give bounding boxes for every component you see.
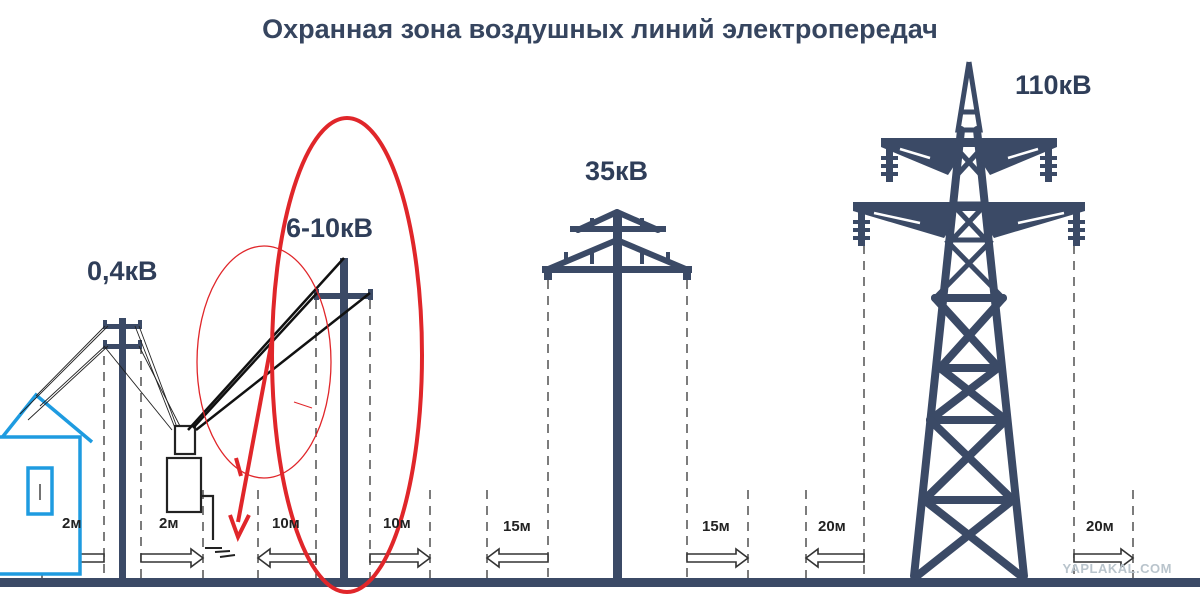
red-highlight: [196, 116, 424, 594]
arrow-left: [256, 547, 317, 569]
ground-line: [0, 578, 1200, 587]
distance-label-35kv-right: 15м: [702, 518, 730, 535]
distance-label-35kv-left: 15м: [503, 518, 531, 535]
house-icon: [0, 392, 94, 576]
pole-6-10kv: [187, 257, 373, 580]
distance-arrows: [40, 547, 1135, 569]
page-title: Охранная зона воздушных линий электропер…: [262, 14, 938, 44]
distance-label-110kv-right: 20м: [1086, 518, 1114, 535]
arrow-right: [140, 547, 205, 569]
voltage-label-0-4kv: 0,4кВ: [87, 256, 158, 286]
watermark: YAPLAKAL.COM: [1062, 561, 1172, 576]
voltage-label-6-10kv: 6-10кВ: [286, 213, 374, 243]
voltage-label-110kv: 110кВ: [1015, 70, 1092, 100]
arrow-left: [485, 547, 549, 569]
arrow-right: [1073, 547, 1135, 569]
tower-110kv: [853, 61, 1085, 580]
voltage-label-35kv: 35кВ: [585, 156, 649, 186]
transformer-box: [165, 424, 236, 558]
distance-label-110kv-left: 20м: [818, 518, 846, 535]
arrow-right: [369, 547, 432, 569]
pole-0-4kv: [19, 318, 183, 580]
distance-label-6-10kv-right: 10м: [383, 515, 411, 532]
pole-35kv: [542, 209, 692, 580]
arrow-left: [804, 547, 865, 569]
distance-label-0-4kv-left: 2м: [62, 515, 82, 532]
protection-zone-boundaries: [41, 245, 1134, 578]
arrow-right: [686, 547, 750, 569]
distance-label-0-4kv-right: 2м: [159, 515, 179, 532]
distance-label-6-10kv-left: 10м: [272, 515, 300, 532]
